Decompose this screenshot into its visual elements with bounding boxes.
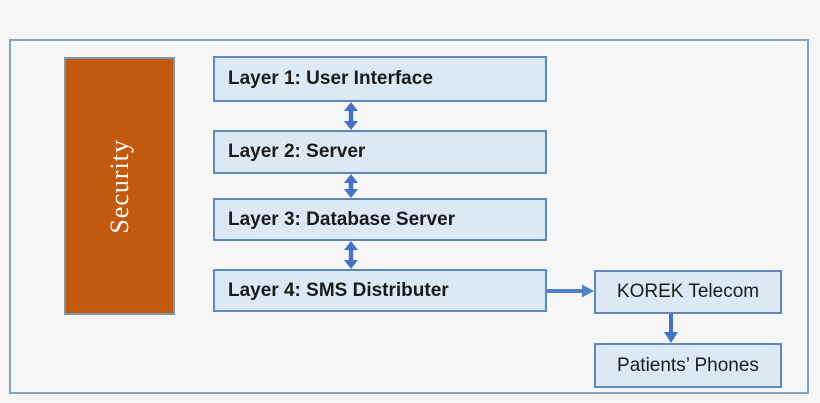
layer-box-database-server: Layer 3: Database Server bbox=[213, 198, 547, 241]
layer-2-label: Layer 2: Server bbox=[228, 141, 366, 162]
bidirectional-arrow-icon-layer2-layer3 bbox=[344, 174, 358, 198]
down-arrow-icon-korek-patients bbox=[664, 312, 678, 343]
security-label: Security bbox=[104, 138, 134, 234]
layer-box-server: Layer 2: Server bbox=[213, 130, 547, 174]
layer-box-user-interface: Layer 1: User Interface bbox=[213, 56, 547, 102]
patients-phones-box: Patients’ Phones bbox=[594, 343, 782, 388]
bidirectional-arrow-icon-layer1-layer2 bbox=[344, 102, 358, 130]
korek-telecom-label: KOREK Telecom bbox=[616, 281, 760, 302]
layer-box-sms-distributer: Layer 4: SMS Distributer bbox=[213, 269, 547, 312]
layer-4-label: Layer 4: SMS Distributer bbox=[228, 279, 449, 301]
bidirectional-arrow-icon-layer3-layer4 bbox=[344, 241, 358, 269]
layer-3-label: Layer 3: Database Server bbox=[228, 208, 456, 230]
security-box: Security bbox=[64, 57, 175, 315]
patients-phones-label: Patients’ Phones bbox=[617, 354, 759, 376]
korek-telecom-box: KOREK Telecom bbox=[594, 270, 782, 314]
right-arrow-icon-layer4-korek bbox=[547, 284, 594, 298]
layer-1-label: Layer 1: User Interface bbox=[228, 68, 433, 89]
